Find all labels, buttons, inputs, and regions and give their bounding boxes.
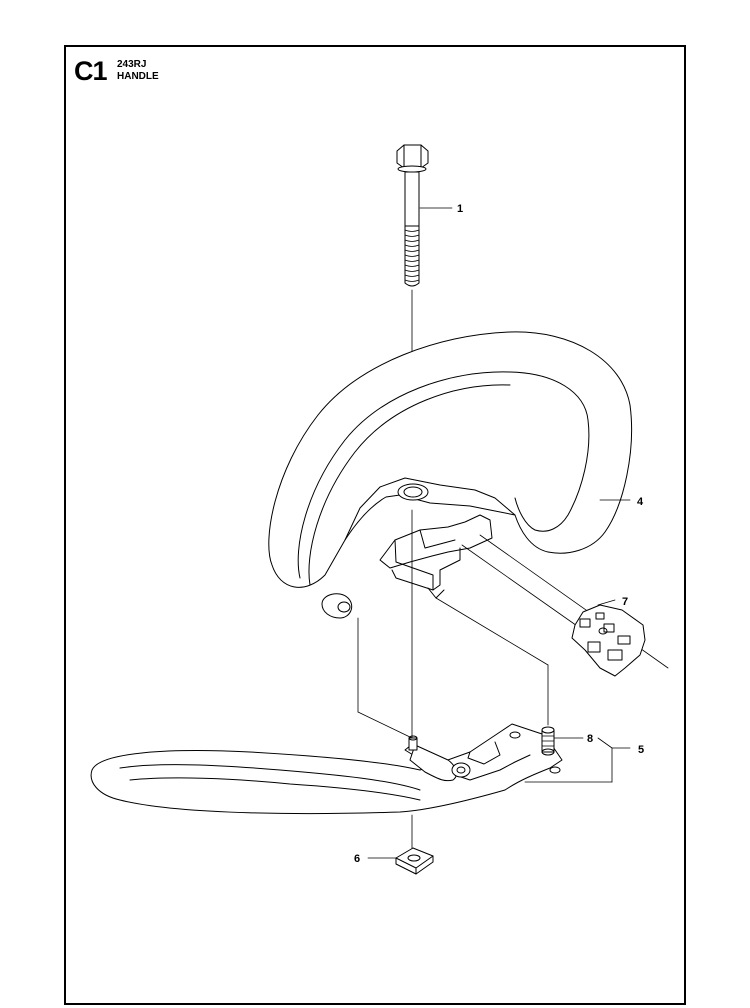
callout-8: 8 — [587, 733, 593, 745]
leader-lines — [367, 207, 631, 859]
section-code: C1 — [74, 56, 108, 86]
model-label: 243RJ — [117, 59, 147, 70]
callout-6: 6 — [354, 853, 360, 865]
lower-handle-part — [90, 723, 563, 849]
square-nut-part — [395, 847, 434, 875]
callout-7: 7 — [622, 596, 628, 608]
page-frame — [64, 45, 686, 1005]
diagram-title: HANDLE — [117, 71, 159, 82]
callout-5: 5 — [638, 744, 644, 756]
clamp-part — [461, 534, 669, 677]
bolt-part — [396, 144, 429, 478]
screw-part — [541, 726, 555, 756]
loop-handle-part — [268, 331, 633, 743]
callout-1: 1 — [457, 203, 463, 215]
callout-4: 4 — [637, 496, 644, 508]
